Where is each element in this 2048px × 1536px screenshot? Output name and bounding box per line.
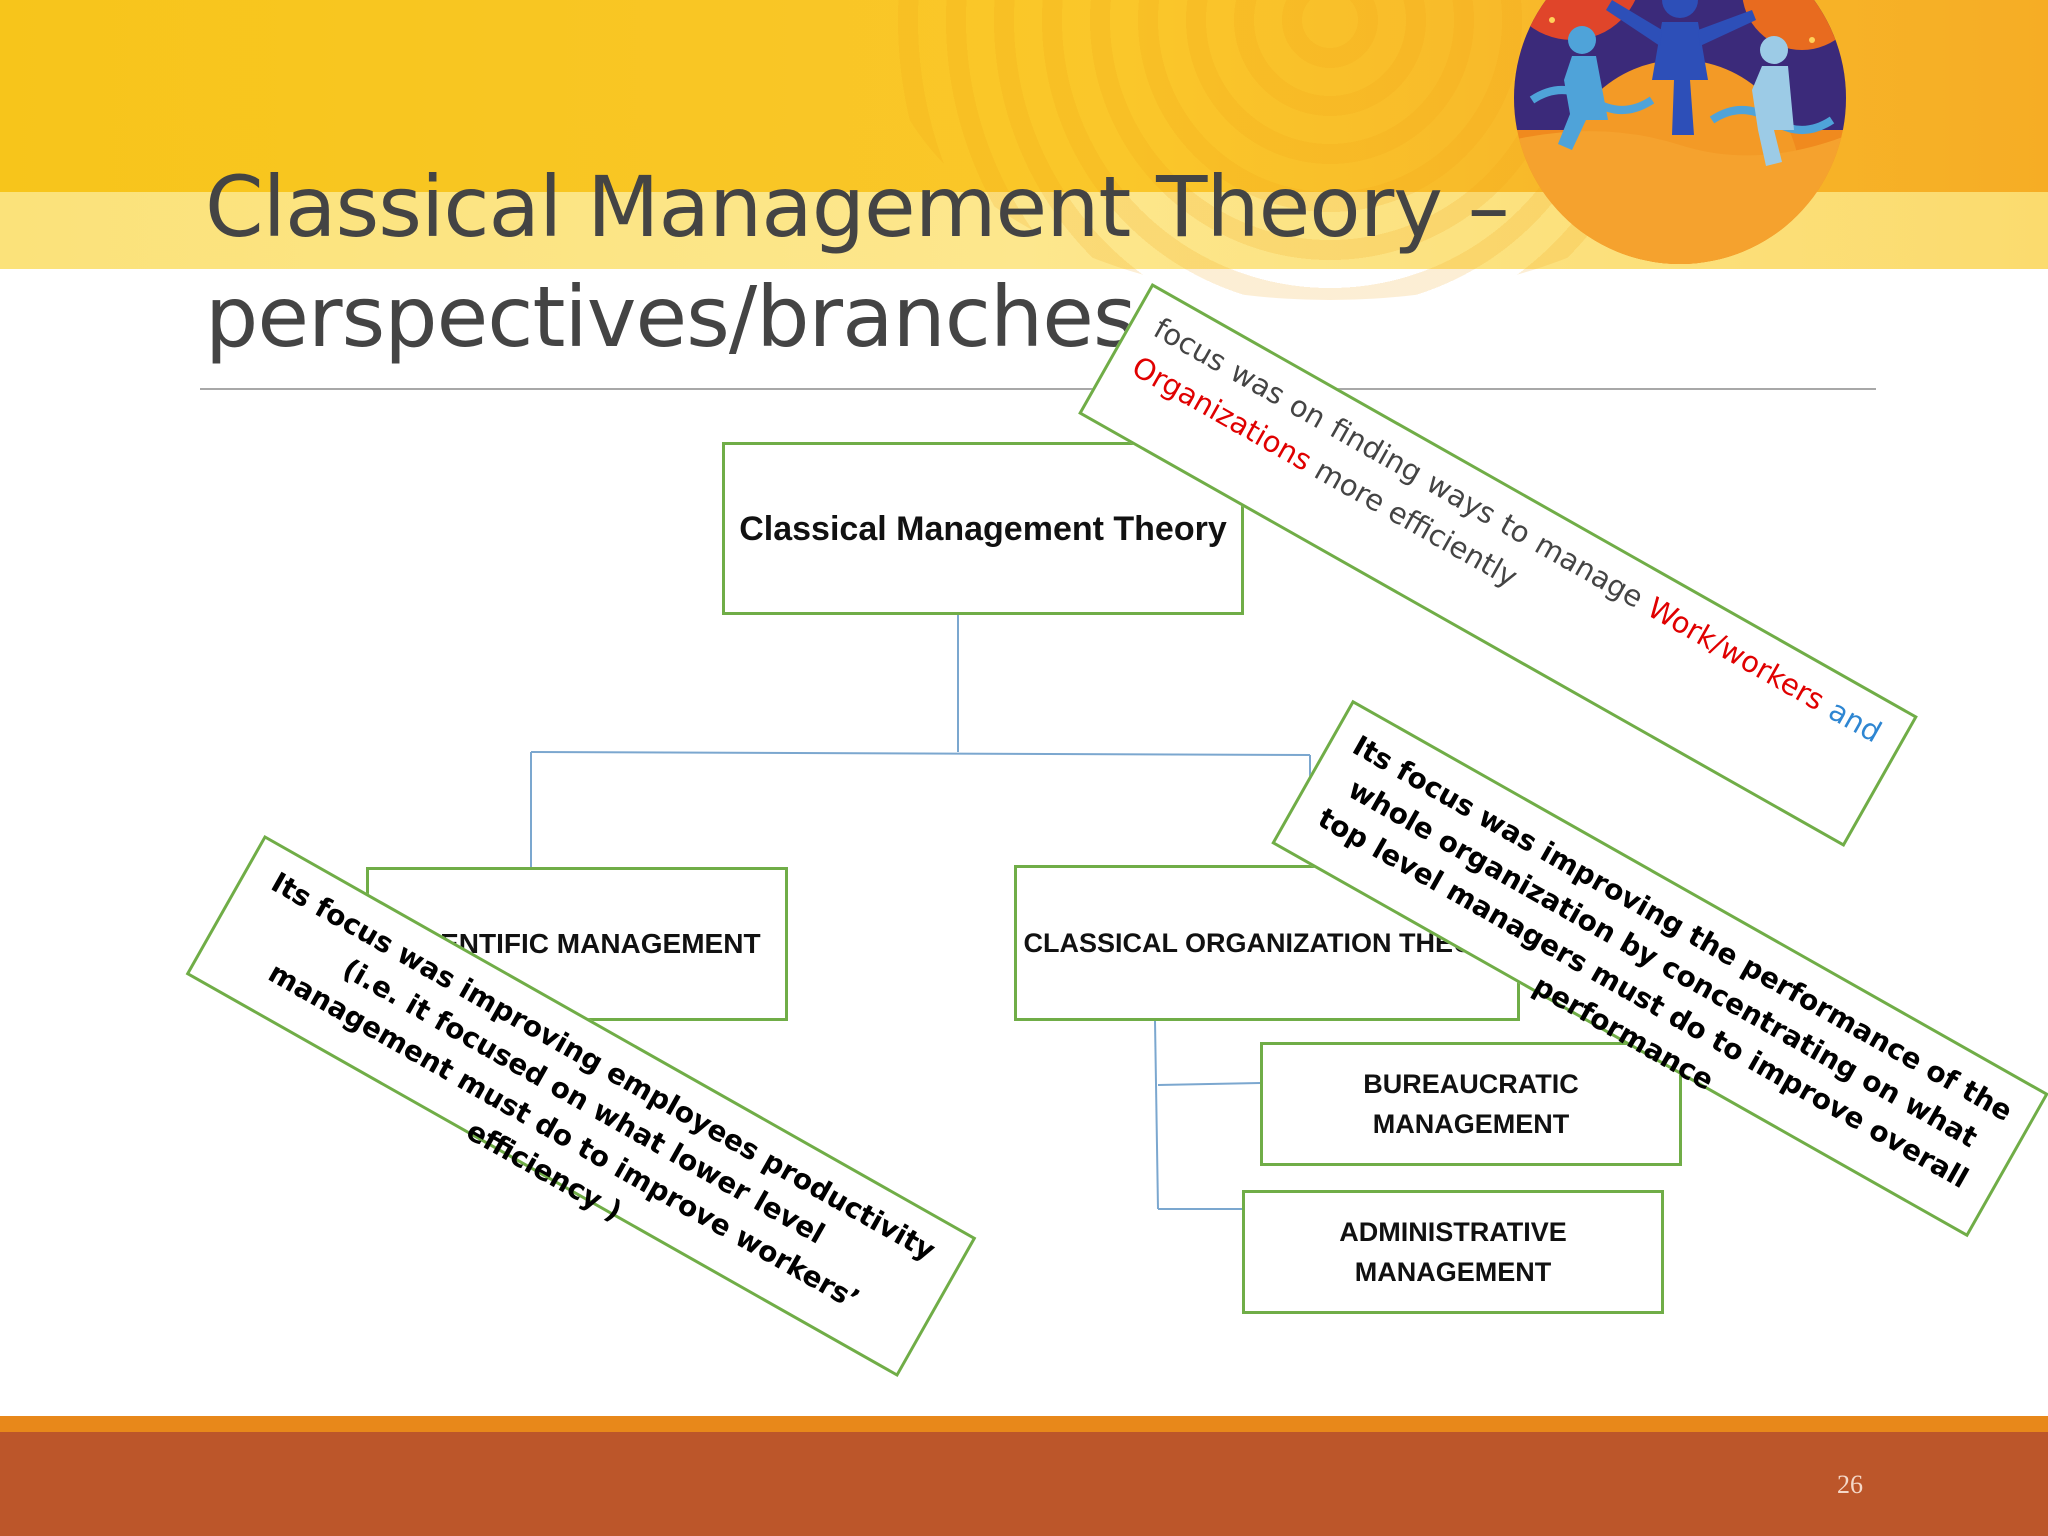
- connector-sub-vertical: [1154, 1020, 1159, 1210]
- connector-horizontal: [530, 751, 1311, 756]
- node-bureaucratic-management: BUREAUCRATIC MANAGEMENT: [1260, 1042, 1682, 1166]
- footer-bar: [0, 1432, 2048, 1536]
- dancers-logo-icon: [1514, 0, 1846, 264]
- node-classical-organization-theory: CLASSICAL ORGANIZATION THEORY: [1014, 865, 1520, 1021]
- slide-title: Classical Management Theory – perspectiv…: [205, 158, 1510, 366]
- callout-top-and: and: [1823, 692, 1888, 750]
- connector-to-bureaucratic: [1157, 1082, 1261, 1086]
- node-administrative-management: ADMINISTRATIVE MANAGEMENT: [1242, 1190, 1664, 1314]
- root-node-classical-management: Classical Management Theory: [722, 442, 1244, 615]
- page-number: 26: [1837, 1470, 1863, 1499]
- title-divider: [200, 388, 1876, 390]
- footer-stripe: [0, 1416, 2048, 1432]
